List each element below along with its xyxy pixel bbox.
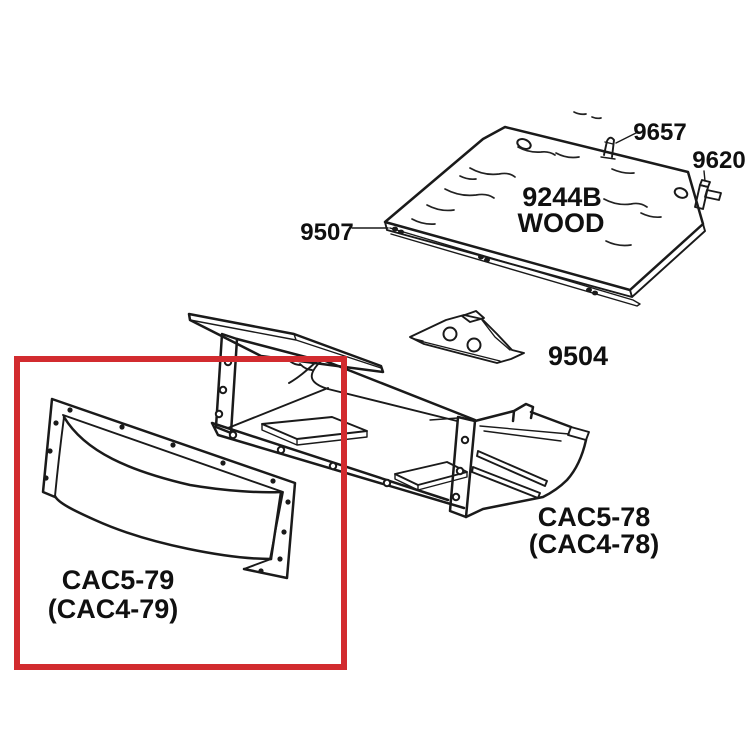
floor-doubler-right bbox=[394, 461, 468, 491]
leader-9620 bbox=[703, 170, 706, 182]
tray-lid bbox=[187, 312, 385, 374]
label-cac4-79: (CAC4-79) bbox=[48, 594, 179, 624]
right-end-box bbox=[429, 402, 590, 519]
wood-panel-9244b bbox=[383, 111, 706, 307]
box-rails bbox=[471, 450, 548, 499]
bracket-hole bbox=[466, 337, 482, 353]
leader-9657 bbox=[615, 132, 637, 144]
floor-doubler-left bbox=[261, 416, 368, 446]
bracket-9504 bbox=[409, 310, 525, 364]
label-cac5-78: CAC5-78 bbox=[538, 502, 651, 532]
bracket-hole bbox=[442, 326, 458, 342]
label-wood: WOOD bbox=[518, 208, 605, 238]
clip-9657 bbox=[600, 132, 637, 160]
panel-hole bbox=[673, 187, 689, 199]
highlight-box bbox=[14, 356, 347, 670]
label-9244b: 9244B bbox=[522, 182, 602, 212]
label-9620: 9620 bbox=[692, 147, 745, 174]
panel-hole bbox=[516, 138, 532, 150]
label-9507: 9507 bbox=[300, 219, 353, 246]
flange-bolt-holes bbox=[43, 407, 291, 574]
curved-panel-cac5-79 bbox=[41, 397, 297, 580]
label-9504: 9504 bbox=[548, 341, 608, 371]
clip-9620 bbox=[694, 170, 722, 210]
label-cac4-78: (CAC4-78) bbox=[529, 529, 660, 559]
batten-strip bbox=[389, 227, 641, 307]
wood-grain bbox=[411, 111, 662, 247]
tray-assembly-cac5-78 bbox=[187, 312, 590, 519]
label-cac5-79: CAC5-79 bbox=[62, 565, 175, 595]
label-9657: 9657 bbox=[633, 119, 686, 146]
